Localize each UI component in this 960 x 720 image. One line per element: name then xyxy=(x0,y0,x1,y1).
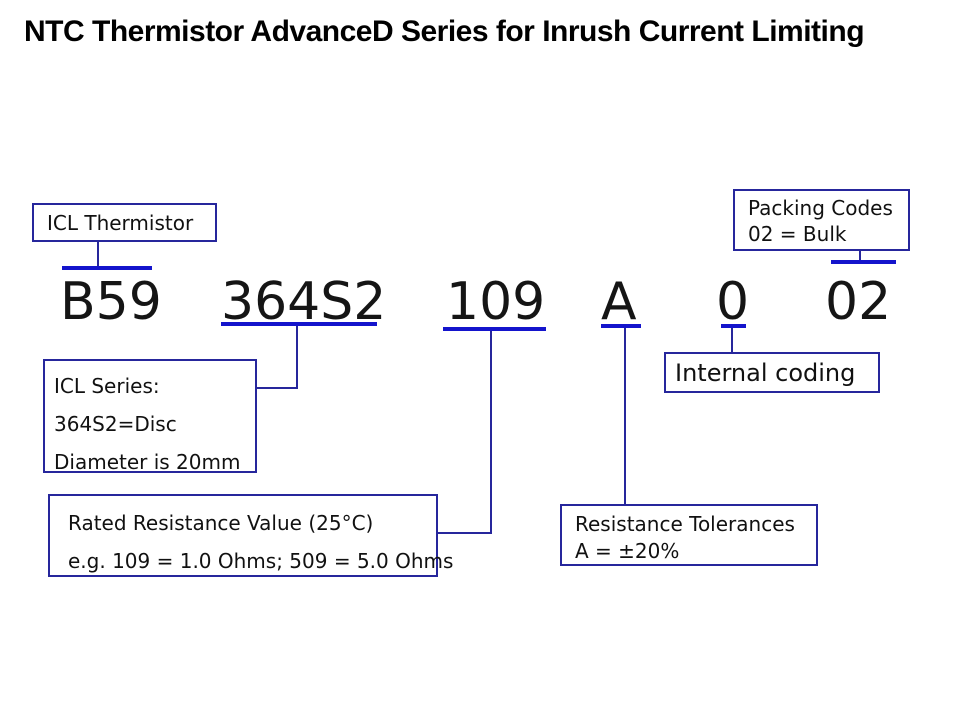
callout-icl-series-line3: Diameter is 20mm xyxy=(54,450,241,474)
callout-resistance-tolerances: Resistance Tolerances A = ±20% xyxy=(560,504,818,566)
callout-packing-codes-line1: Packing Codes xyxy=(748,196,893,220)
callout-packing-codes: Packing Codes 02 = Bulk xyxy=(733,189,910,251)
marker-underline-tolerance xyxy=(601,324,641,328)
connector-series-horizontal xyxy=(257,387,298,389)
connector-tolerance-vertical xyxy=(624,328,626,504)
callout-icl-thermistor: ICL Thermistor xyxy=(32,203,217,242)
connector-resistance-vertical xyxy=(490,331,492,534)
callout-rated-resistance-line2: e.g. 109 = 1.0 Ohms; 509 = 5.0 Ohms xyxy=(68,549,454,573)
part-segment-packing: 02 xyxy=(825,272,892,332)
callout-icl-series-line1: ICL Series: xyxy=(54,374,160,398)
part-segment-internal: 0 xyxy=(716,272,750,332)
callout-resistance-tolerances-line1: Resistance Tolerances xyxy=(575,512,795,536)
part-segment-prefix: B59 xyxy=(60,272,162,332)
callout-rated-resistance-line1: Rated Resistance Value (25°C) xyxy=(68,511,374,535)
page-title: NTC Thermistor AdvanceD Series for Inrus… xyxy=(24,15,865,48)
callout-icl-series-line2: 364S2=Disc xyxy=(54,412,177,436)
marker-overline-packing xyxy=(831,260,896,264)
marker-underline-internal xyxy=(721,324,746,328)
callout-packing-codes-line2: 02 = Bulk xyxy=(748,222,847,246)
callout-icl-series: ICL Series: 364S2=Disc Diameter is 20mm xyxy=(43,359,257,474)
connector-packing-vertical xyxy=(859,251,861,260)
callout-icl-thermistor-text: ICL Thermistor xyxy=(47,210,194,235)
part-segment-series: 364S2 xyxy=(221,272,387,332)
marker-underline-series xyxy=(221,322,377,326)
callout-internal-coding-text: Internal coding xyxy=(675,358,856,387)
part-segment-tolerance: A xyxy=(601,272,637,332)
connector-series-vertical xyxy=(296,326,298,389)
connector-internal-vertical xyxy=(731,328,733,352)
connector-resistance-horizontal xyxy=(438,532,492,534)
callout-internal-coding: Internal coding xyxy=(664,352,880,393)
marker-overline-prefix xyxy=(62,266,152,270)
part-segment-resistance: 109 xyxy=(446,272,546,332)
callout-rated-resistance: Rated Resistance Value (25°C) e.g. 109 =… xyxy=(48,494,454,577)
connector-icl-thermistor xyxy=(97,241,99,266)
callout-resistance-tolerances-line2: A = ±20% xyxy=(575,539,680,563)
marker-underline-resistance xyxy=(443,327,546,331)
